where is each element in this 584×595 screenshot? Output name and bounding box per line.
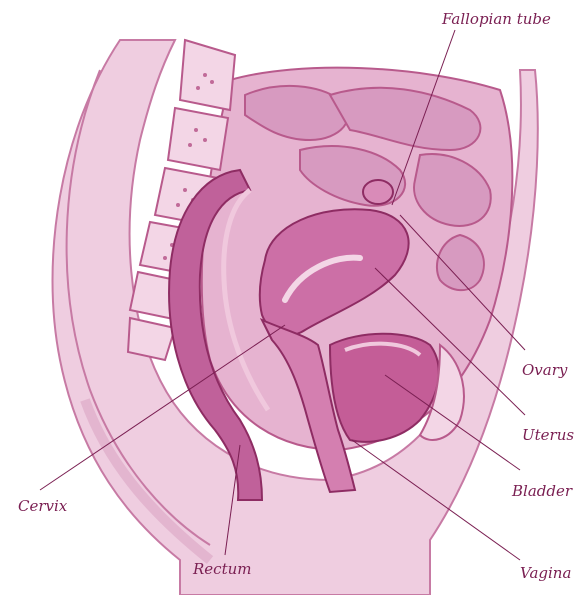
label-rectum: Rectum [192, 560, 251, 578]
label-uterus: Uterus [522, 426, 574, 444]
label-bladder: Bladder [511, 482, 573, 500]
label-fallopian-tube: Fallopian tube [441, 10, 551, 28]
ovary [363, 180, 393, 204]
label-ovary: Ovary [522, 361, 568, 379]
label-cervix: Cervix [18, 497, 68, 515]
bladder [330, 334, 439, 442]
label-vagina: Vagina [520, 564, 571, 582]
